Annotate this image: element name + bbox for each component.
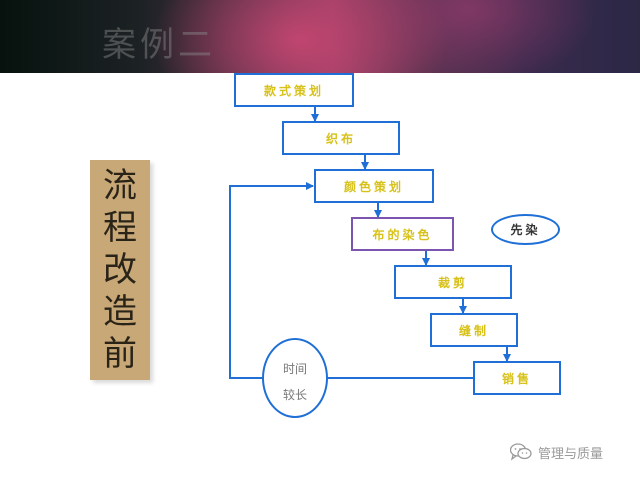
side-title-char: 前 bbox=[103, 334, 137, 374]
step-sales: 销售 bbox=[473, 361, 561, 395]
step-weaving: 织布 bbox=[282, 121, 400, 155]
header-banner: 案例二 bbox=[0, 0, 640, 73]
watermark: 管理与质量 bbox=[510, 441, 603, 463]
side-title-panel: 流 程 改 造 前 bbox=[90, 160, 150, 380]
step-sewing: 缝制 bbox=[430, 313, 518, 347]
side-title-char: 改 bbox=[103, 250, 137, 290]
feedback-loop-line bbox=[229, 182, 473, 379]
step-cutting: 裁剪 bbox=[394, 265, 512, 299]
watermark-text: 管理与质量 bbox=[538, 446, 604, 462]
side-title-char: 流 bbox=[103, 166, 137, 206]
side-title-char: 程 bbox=[103, 208, 137, 248]
pre-dye-note: 先染 bbox=[491, 214, 560, 245]
time-longer-circle: 时间 较长 bbox=[262, 338, 328, 418]
time-label-line2: 较长 bbox=[282, 388, 307, 402]
time-label-line1: 时间 bbox=[282, 362, 307, 376]
step-style-planning: 款式策划 bbox=[234, 73, 354, 107]
step-fabric-dyeing: 布的染色 bbox=[351, 217, 454, 251]
side-title-char: 造 bbox=[103, 292, 137, 332]
wechat-icon bbox=[510, 443, 532, 461]
banner-title: 案例二 bbox=[102, 25, 216, 65]
step-color-planning: 颜色策划 bbox=[314, 169, 434, 203]
